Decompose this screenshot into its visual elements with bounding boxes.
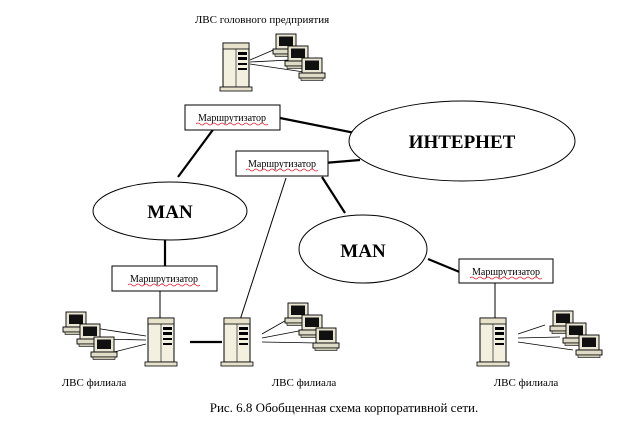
branch-right-label: ЛВС филиала [494, 377, 559, 389]
router-head-label: Маршрутизатор [198, 113, 266, 124]
server-branch-middle-icon [220, 317, 254, 367]
router-head: Маршрутизатор [184, 104, 281, 131]
figure-caption: Рис. 6.8 Обобщенная схема корпоративной … [210, 400, 479, 415]
branch-left-label: ЛВС филиала [62, 377, 127, 389]
workstation-icon [90, 336, 118, 360]
man-right-cloud: MAN [298, 214, 428, 284]
head-lan-label: ЛВС головного предприятия [195, 14, 329, 26]
internet-label: ИНТЕРНЕТ [409, 132, 516, 153]
router-right: Маршрутизатор [458, 258, 554, 284]
workstation-icon [298, 57, 326, 81]
server-branch-right-icon [476, 317, 510, 367]
branch-middle-label: ЛВС филиала [272, 377, 337, 389]
router-center: Маршрутизатор [235, 150, 329, 177]
internet-cloud: ИНТЕРНЕТ [348, 100, 576, 182]
branch-middle-workstations [284, 302, 340, 351]
link-man-right-router [427, 257, 463, 275]
man-left-cloud: MAN [92, 181, 248, 241]
server-branch-left-icon [144, 317, 178, 367]
man-right-label: MAN [340, 241, 386, 262]
link-center-router-man-right [321, 176, 346, 214]
network-links [87, 47, 574, 353]
router-center-label: Маршрутизатор [248, 159, 316, 170]
server-head-icon [219, 42, 253, 92]
head-lan-workstations [272, 33, 326, 81]
router-right-label: Маршрутизатор [472, 267, 540, 278]
router-left: Маршрутизатор [111, 265, 218, 292]
link-head-router-man-left [177, 126, 216, 178]
branch-right-workstations [549, 310, 603, 358]
man-left-label: MAN [147, 202, 193, 223]
link-center-router-branch-middle [239, 177, 287, 321]
branch-left-workstations [62, 311, 118, 360]
workstation-icon [575, 334, 603, 358]
router-left-label: Маршрутизатор [130, 274, 198, 285]
workstation-icon [312, 327, 340, 351]
link-center-router-internet [323, 158, 361, 165]
